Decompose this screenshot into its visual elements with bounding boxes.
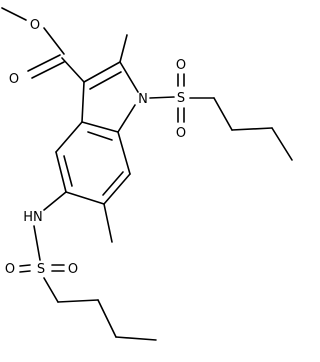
bond-methyl-o [1, 7, 27, 21]
atom-o-ester-carbonyl: O [9, 72, 19, 87]
bond-bottom-c1-c2 [57, 299, 99, 303]
bond-s-o-left-b [19, 270, 31, 273]
atom-s-bottom: S [37, 262, 45, 277]
bond-c4-c5 [55, 151, 67, 193]
atom-s-top: S [177, 91, 185, 106]
bond-c2-n1 [119, 61, 139, 93]
bond-top-c2-c3 [231, 127, 273, 131]
bond-c6-c7-inner [102, 171, 124, 196]
bond-c7a-c3a-inner [87, 131, 113, 141]
bond-c2-methyl [119, 34, 128, 63]
bond-top-c3-c4 [271, 127, 293, 161]
atom-n-indole: N [138, 92, 148, 107]
structure-diagram: O O N S O O HN S O O [1, 7, 293, 341]
bond-bottom-c2-c3 [97, 299, 117, 338]
bond-n1-c7a [117, 104, 136, 133]
bond-c3a-c4 [55, 121, 83, 153]
atom-nh-sulfonamide: HN [23, 210, 43, 225]
bond-c6-methyl [103, 203, 113, 243]
bond-s-o-left-a [19, 264, 31, 267]
bond-s-bottom-c1 [43, 277, 59, 303]
bond-c3-c2-inner [89, 71, 122, 90]
bond-c3a-c3 [81, 81, 85, 123]
bond-o-carbonyl-c [43, 27, 65, 55]
molecule-drawing: O O N S O O HN S O O [1, 7, 293, 341]
bond-carbonyl-double-a [27, 54, 61, 72]
atom-o-s-bottom-left: O [5, 262, 15, 277]
atom-o-s-bottom-right: O [68, 262, 78, 277]
atom-o-s-top-down: O [176, 126, 186, 141]
bonds [1, 7, 293, 341]
bond-c7a-c3a [81, 121, 119, 133]
bond-top-c1-c2 [213, 97, 233, 131]
bond-n1-s [149, 96, 175, 99]
bond-carbonyl-c3 [61, 57, 85, 83]
bond-c3-c2 [83, 61, 121, 83]
atom-o-ester-single: O [30, 18, 40, 33]
bond-nh-s [33, 225, 41, 261]
bond-c5-nh [43, 191, 67, 211]
atom-o-s-top-up: O [176, 58, 186, 73]
bond-bottom-c3-c4 [115, 336, 157, 341]
bond-c7-c7a [117, 131, 131, 175]
bond-carbonyl-double-b [31, 61, 65, 79]
atom-labels: O O N S O O HN S O O [5, 18, 186, 277]
bond-c5-c6 [65, 191, 105, 205]
bond-c4-c5-inner [63, 155, 73, 187]
bond-c6-c7 [103, 173, 131, 205]
